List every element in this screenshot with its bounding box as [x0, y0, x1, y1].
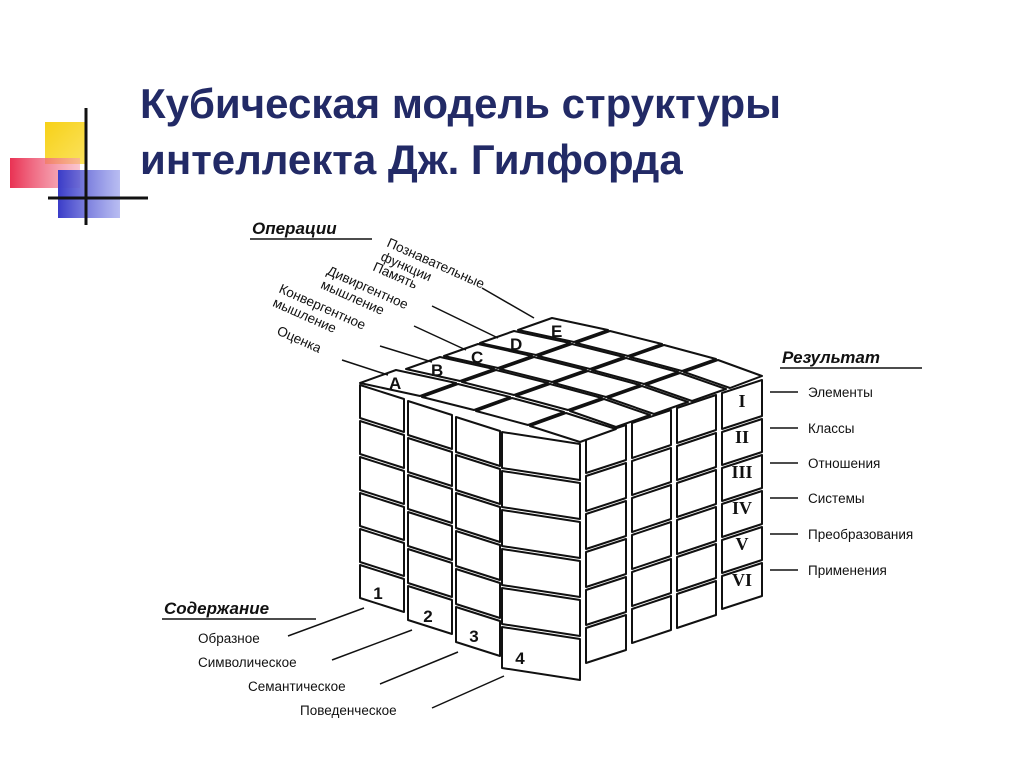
operation-letter-d: D: [510, 335, 522, 354]
content-label-behavioral: Поведенческое: [300, 703, 397, 718]
content-number-1: 1: [373, 584, 382, 603]
content-label-symbolic: Символическое: [198, 655, 297, 670]
result-numeral-1: I: [738, 391, 745, 411]
cube-top: [359, 317, 763, 443]
result-label-classes: Классы: [808, 421, 854, 436]
operation-leader-line: [341, 359, 389, 376]
content-number-3: 3: [469, 627, 478, 646]
content-leader-line: [379, 651, 459, 685]
content-leader-line: [431, 675, 505, 709]
content-number-4: 4: [515, 649, 525, 668]
result-numeral-2: II: [735, 427, 749, 447]
operation-leader-line: [379, 345, 433, 363]
result-numeral-3: III: [731, 462, 752, 482]
result-numeral-6: VI: [732, 570, 752, 590]
operation-letter-e: E: [551, 322, 562, 341]
operation-leader-line: [431, 305, 499, 339]
operations-heading: Операции: [252, 219, 337, 238]
cube-right-side: [585, 379, 763, 664]
title-line-2: интеллекта Дж. Гилфорда: [140, 136, 683, 183]
operation-letter-a: A: [389, 374, 401, 393]
result-label-transformations: Преобразования: [808, 527, 913, 542]
operation-letter-b: B: [431, 361, 443, 380]
content-heading: Содержание: [164, 599, 269, 618]
operation-leader-line: [413, 325, 467, 351]
content-section: Содержание 1 2 3 4 Образное Символическо…: [162, 584, 525, 718]
results-heading: Результат: [782, 348, 880, 367]
cube: [359, 317, 763, 681]
decorative-squares-logo: [0, 100, 160, 230]
content-label-figural: Образное: [198, 631, 260, 646]
content-label-semantic: Семантическое: [248, 679, 346, 694]
content-leader-line: [331, 629, 413, 661]
result-label-relations: Отношения: [808, 456, 880, 471]
result-label-elements: Элементы: [808, 385, 873, 400]
content-number-2: 2: [423, 607, 432, 626]
title-line-1: Кубическая модель структуры: [140, 80, 782, 127]
content-leader-line: [287, 607, 365, 637]
result-numeral-4: IV: [732, 498, 752, 518]
cube-front: [359, 384, 581, 681]
result-label-implications: Применения: [808, 563, 887, 578]
operation-letter-c: C: [471, 348, 483, 367]
guilford-cube-diagram: Операции Познавательныефункции Память Ди…: [162, 219, 922, 718]
slide-title: Кубическая модель структуры интеллекта Д…: [140, 76, 781, 188]
operation-leader-line: [481, 287, 535, 319]
result-numeral-5: V: [736, 534, 749, 554]
result-label-systems: Системы: [808, 491, 865, 506]
results-section: Результат I II III IV V VI Элементы Клас…: [731, 348, 922, 590]
